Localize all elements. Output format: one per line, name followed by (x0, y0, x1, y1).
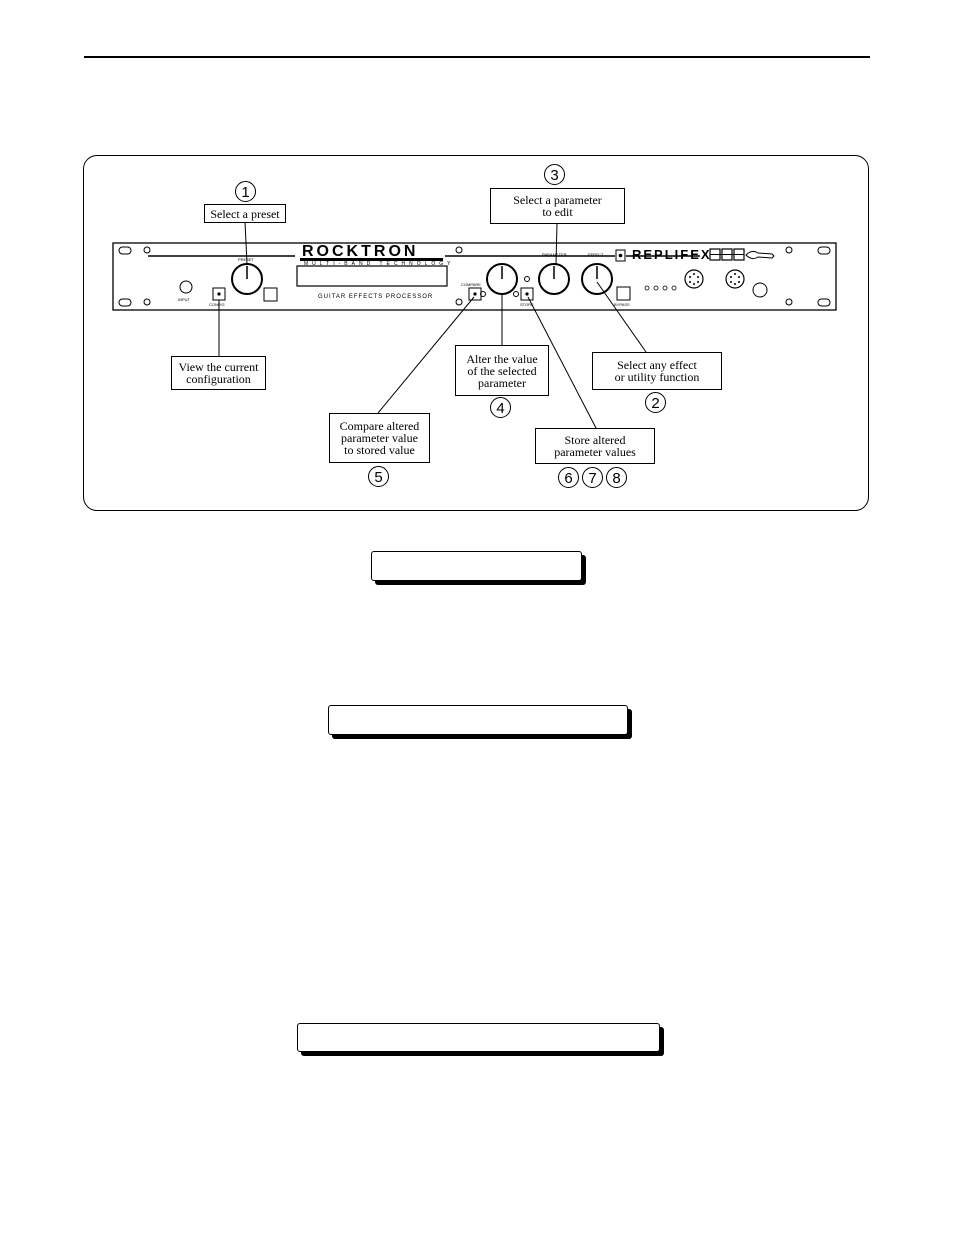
callout-view-configuration: View the current configuration (171, 356, 266, 390)
diagram-frame (83, 155, 869, 511)
section-heading-3 (297, 1023, 660, 1052)
callout-select-parameter: Select a parameter to edit (490, 188, 625, 224)
midi-out-connector (725, 269, 745, 289)
callout-number-3: 3 (544, 164, 565, 185)
store-label: STORE (520, 302, 534, 307)
leader-2 (596, 281, 647, 353)
midi-in-connector (684, 269, 704, 289)
model-logo: REPLIFEX (632, 247, 712, 262)
leader-5 (377, 296, 475, 414)
brand-subtitle: MULTI-BAND TECHNOLOGY (304, 261, 455, 267)
callout-number-7: 7 (582, 467, 603, 488)
product-line-label: GUITAR EFFECTS PROCESSOR (318, 294, 434, 300)
top-rule (84, 56, 870, 58)
screw-6 (785, 298, 793, 306)
callout-number-6: 6 (558, 467, 579, 488)
callout-number-4: 4 (490, 397, 511, 418)
screw-4 (455, 298, 463, 306)
guitar-icon (745, 250, 775, 260)
leader-1 (244, 221, 248, 265)
preset-knob-label: PRESET (238, 257, 255, 262)
screw-2 (143, 298, 151, 306)
mute-button (263, 287, 278, 302)
screw-1 (143, 246, 151, 254)
section-heading-2 (328, 705, 628, 735)
leader-3 (555, 222, 558, 265)
rack-hole-top-left (118, 246, 132, 255)
input-label: INPUT (178, 297, 190, 302)
rack-hole-bottom-right (817, 298, 831, 307)
screw-5 (785, 246, 793, 254)
callout-store: Store altered parameter values (535, 428, 655, 464)
parameter-knob-label: PARAMETER (542, 252, 567, 257)
callout-select-preset: Select a preset (204, 204, 286, 223)
bypass-button (616, 286, 631, 301)
effect-knob-label: EFFECT (588, 252, 604, 257)
callout-compare: Compare altered parameter value to store… (329, 413, 430, 463)
section-heading-1 (371, 551, 582, 581)
rack-hole-top-right (817, 246, 831, 255)
screw-3 (455, 246, 463, 254)
callout-select-effect: Select any effect or utility function (592, 352, 722, 390)
display-window (296, 265, 448, 287)
compare-label: COMPARE (461, 282, 481, 287)
status-led (524, 276, 530, 282)
callout-number-5: 5 (368, 466, 389, 487)
rack-hole-bottom-left (118, 298, 132, 307)
callout-alter-value: Alter the value of the selected paramete… (455, 345, 549, 396)
config-label: CONFIG (209, 302, 225, 307)
phones-jack (752, 282, 768, 298)
brand-logo: ROCKTRON (302, 243, 419, 260)
leader-6-8 (527, 296, 597, 429)
callout-number-2: 2 (645, 392, 666, 413)
input-jack (179, 280, 193, 294)
bypass-label: BYPASS (614, 302, 630, 307)
callout-number-1: 1 (235, 181, 256, 202)
callout-number-8: 8 (606, 467, 627, 488)
